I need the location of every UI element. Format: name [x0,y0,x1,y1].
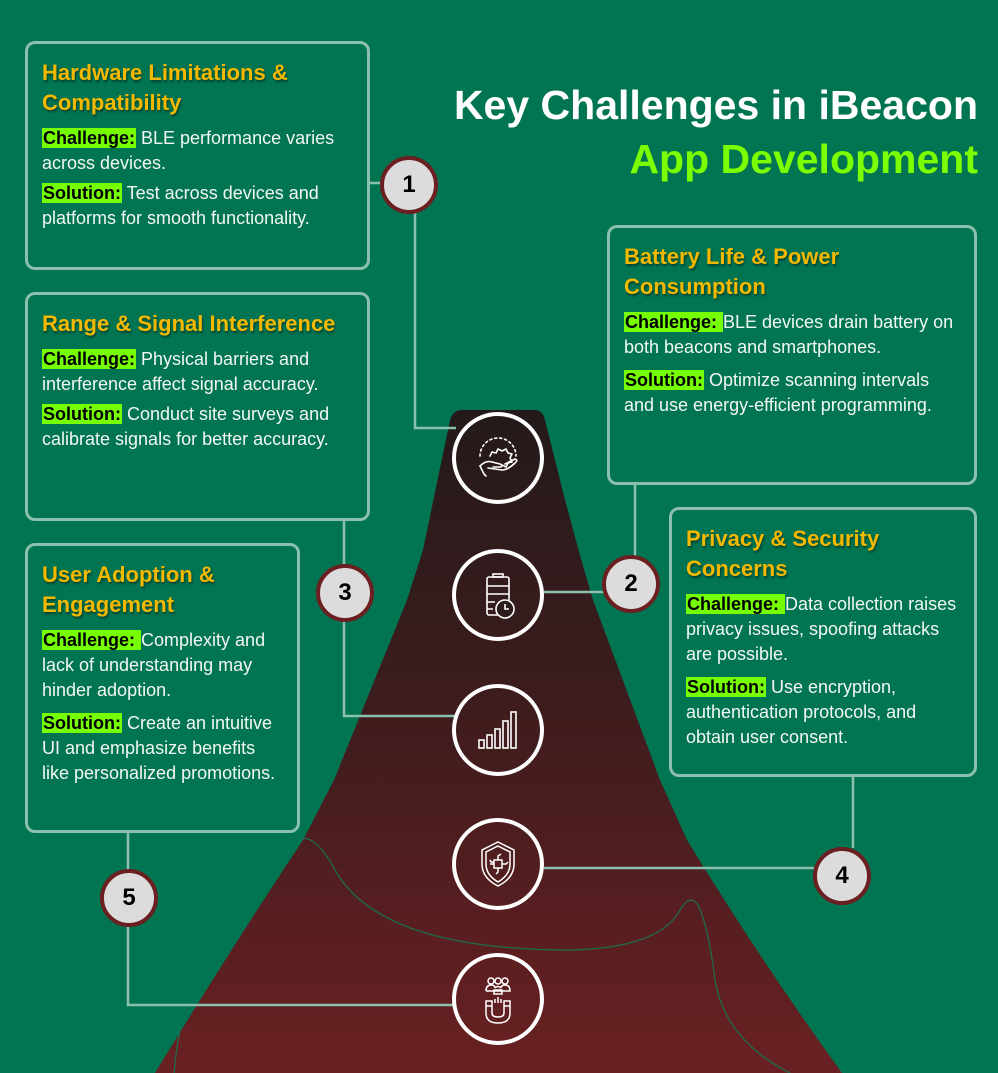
solution-text: Solution: Create an intuitive UI and emp… [42,713,276,783]
card-range-signal: Range & Signal Interference Challenge: P… [25,292,370,521]
challenge-label: Challenge: [686,594,786,614]
number-badge-5: 5 [100,869,158,927]
number-badge-2: 2 [602,555,660,613]
challenge-text: Challenge: BLE devices drain battery on … [624,312,954,357]
number-badge-3: 3 [316,564,374,622]
contour-line [301,837,791,1073]
title-line-1: Key Challenges in iBeacon [453,82,978,128]
solution-text: Solution: Optimize scanning intervals an… [624,370,932,415]
challenge-label: Challenge: [624,312,724,332]
page-title: Key Challenges in iBeacon App Developmen… [454,78,978,186]
card-title: Hardware Limitations & Compatibility [42,60,288,115]
card-title: User Adoption & Engagement [42,562,215,617]
solution-text: Solution: Conduct site surveys and calib… [42,404,330,449]
card-battery-life: Battery Life & Power Consumption Challen… [607,225,977,485]
solution-label: Solution: [624,370,704,390]
battery-clock-icon [452,549,544,641]
challenge-text: Challenge: Complexity and lack of unders… [42,630,266,700]
solution-label: Solution: [42,404,122,424]
solution-label: Solution: [686,677,766,697]
solution-text: Solution: Use encryption, authentication… [686,677,917,747]
solution-label: Solution: [42,183,122,203]
card-privacy-security: Privacy & Security Concerns Challenge: D… [669,507,977,777]
challenge-text: Challenge: Physical barriers and interfe… [42,349,319,394]
connector-lines [126,181,855,1007]
challenge-text: Challenge: Data collection raises privac… [686,594,957,664]
card-user-adoption: User Adoption & Engagement Challenge: Co… [25,543,300,833]
challenge-text: Challenge: BLE performance varies across… [42,128,335,173]
title-line-2: App Development [629,136,978,182]
shield-chip-icon [452,818,544,910]
challenge-label: Challenge: [42,349,137,369]
card-title: Privacy & Security Concerns [686,526,880,581]
number-badge-1: 1 [380,156,438,214]
contour-line [173,1029,181,1073]
challenge-label: Challenge: [42,630,142,650]
card-title: Range & Signal Interference [42,311,336,336]
card-title: Battery Life & Power Consumption [624,244,840,299]
hand-holding-gear-icon [452,412,544,504]
card-hardware-limitations: Hardware Limitations & Compatibility Cha… [25,41,370,270]
solution-label: Solution: [42,713,122,733]
signal-bars-icon [452,684,544,776]
magnet-people-icon [452,953,544,1045]
solution-text: Solution: Test across devices and platfo… [42,183,319,228]
challenge-label: Challenge: [42,128,137,148]
number-badge-4: 4 [813,847,871,905]
